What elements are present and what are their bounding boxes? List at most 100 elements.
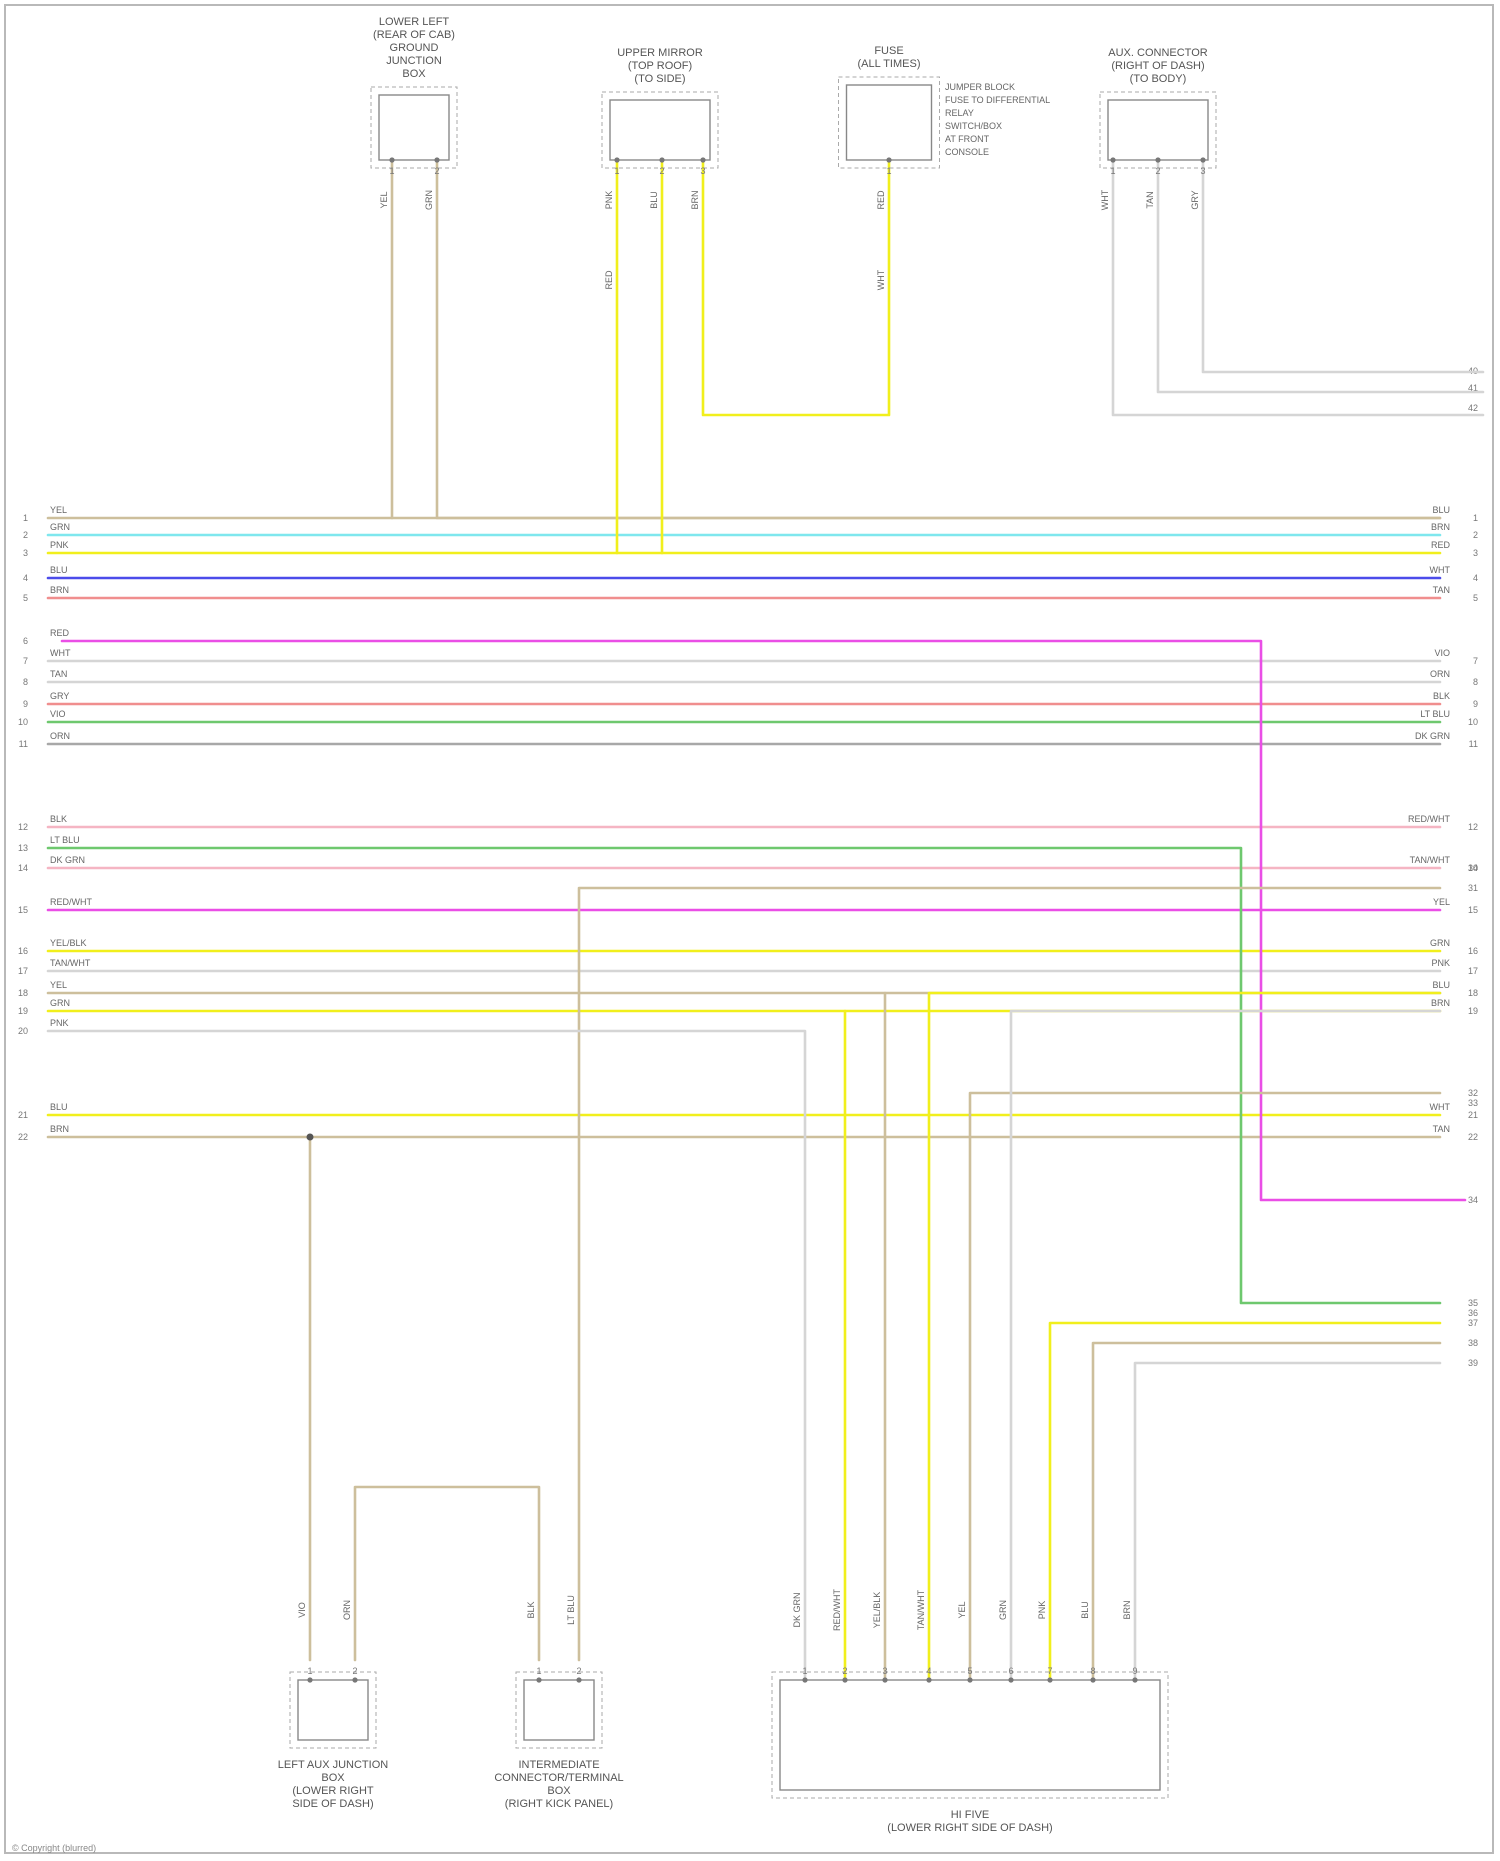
right-wire-code: PNK [1431, 958, 1450, 968]
vertical-wire-code: BLK [526, 1601, 536, 1618]
vertical-wire-code: BLU [649, 191, 659, 209]
right-wire-code: DK GRN [1415, 731, 1450, 741]
left-wire-code: BLU [50, 1102, 68, 1112]
wire-top4-b [1158, 160, 1483, 392]
pin-number: 5 [967, 1666, 972, 1676]
left-wire-code: TAN [50, 669, 67, 679]
right-wire-code: BRN [1431, 522, 1450, 532]
pin-number: 2 [352, 1666, 357, 1676]
component-ground-junction-box-label: BOX [402, 68, 426, 80]
component-upper-mirror-label: (TOP ROOF) [628, 60, 692, 72]
left-wire-code: BLU [50, 565, 68, 575]
vertical-wire-code: WHT [876, 269, 886, 290]
right-pin-number: 30 [1468, 863, 1478, 873]
vertical-wire-code: YEL [957, 1601, 967, 1618]
vertical-wire-code: VIO [297, 1602, 307, 1618]
splice-dot [307, 1134, 314, 1141]
wire-bot3-9 [1135, 1363, 1440, 1690]
left-pin-number: 19 [18, 1006, 28, 1016]
pin-number: 1 [802, 1666, 807, 1676]
right-pin-number: 34 [1468, 1195, 1478, 1205]
left-wire-code: GRN [50, 998, 70, 1008]
component-left-aux-junction-label: LEFT AUX JUNCTION [278, 1759, 388, 1771]
vertical-wire-code: PNK [604, 191, 614, 210]
left-pin-number: 11 [19, 739, 28, 749]
component-left-aux-junction [298, 1680, 368, 1740]
connector-pin [842, 1677, 847, 1682]
component-left-aux-junction-label: (LOWER RIGHT [292, 1785, 374, 1797]
wire-bot3-5 [970, 1093, 1440, 1690]
left-wire-code: BLK [50, 814, 67, 824]
right-pin-number: 32 [1468, 1088, 1478, 1098]
component-fuse-label: (ALL TIMES) [858, 58, 921, 70]
vertical-wire-code: GRN [424, 190, 434, 210]
pin-number: 9 [1132, 1666, 1137, 1676]
left-wire-code: YEL [50, 505, 67, 515]
fuse-note: AT FRONT [945, 134, 990, 144]
connector-pin [1110, 157, 1115, 162]
left-pin-number: 8 [23, 677, 28, 687]
right-wire-code: WHT [1430, 565, 1451, 575]
pin-number: 7 [1047, 1666, 1052, 1676]
wire-top4-c [1203, 160, 1483, 372]
pin-number: 2 [842, 1666, 847, 1676]
wire-top1-b [437, 160, 1440, 518]
pin-number: 3 [882, 1666, 887, 1676]
connector-pin [352, 1677, 357, 1682]
component-ground-junction-box [379, 95, 449, 160]
connector-pin [1047, 1677, 1052, 1682]
wire-bot3-8 [1093, 1343, 1440, 1690]
component-fuse-label: FUSE [874, 45, 903, 57]
right-wire-code: GRN [1430, 938, 1450, 948]
fuse-note: SWITCH/BOX [945, 121, 1002, 131]
right-wire-code: RED [1431, 540, 1451, 550]
right-pin-number: 36 [1468, 1308, 1478, 1318]
vertical-wire-code: DK GRN [792, 1592, 802, 1627]
wire-top2-c [703, 160, 889, 415]
connector-pin [926, 1677, 931, 1682]
pin-number: 1 [307, 1666, 312, 1676]
right-pin-number: 11 [1469, 739, 1478, 749]
component-intermediate-connector-label: (RIGHT KICK PANEL) [505, 1798, 613, 1810]
left-wire-code: PNK [50, 540, 69, 550]
right-pin-number: 15 [1468, 905, 1478, 915]
left-wire-code: BRN [50, 585, 69, 595]
right-pin-number: 3 [1473, 548, 1478, 558]
vertical-wire-code: RED [876, 190, 886, 210]
right-pin-number: 39 [1468, 1358, 1478, 1368]
right-wire-code: TAN/WHT [1410, 855, 1451, 865]
left-pin-number: 7 [23, 656, 28, 666]
pin-number: 8 [1090, 1666, 1095, 1676]
left-pin-number: 12 [18, 822, 28, 832]
connector-pin [307, 1677, 312, 1682]
left-pin-number: 14 [18, 863, 28, 873]
pin-number: 2 [1155, 166, 1160, 176]
connector-pin [802, 1677, 807, 1682]
component-aux-connector [1108, 100, 1208, 160]
component-hi-five-label: (LOWER RIGHT SIDE OF DASH) [887, 1822, 1052, 1834]
vertical-wire-code: GRN [998, 1600, 1008, 1620]
vertical-wire-code: RED/WHT [832, 1589, 842, 1631]
left-pin-number: 3 [23, 548, 28, 558]
wire-top4-a [1113, 160, 1483, 415]
right-pin-number: 21 [1468, 1110, 1478, 1120]
wire-bot3-7 [1050, 1323, 1440, 1690]
component-ground-junction-box-label: JUNCTION [386, 55, 442, 67]
right-pin-number: 10 [1468, 717, 1478, 727]
right-pin-number: 2 [1473, 530, 1478, 540]
connector-pin [1132, 1677, 1137, 1682]
left-wire-code: YEL/BLK [50, 938, 87, 948]
left-wire-code: PNK [50, 1018, 69, 1028]
pin-number: 1 [1110, 166, 1115, 176]
right-pin-number: 16 [1468, 946, 1478, 956]
left-wire-code: ORN [50, 731, 70, 741]
connector-pin [886, 157, 891, 162]
vertical-wire-code: TAN [1145, 191, 1155, 208]
left-pin-number: 17 [18, 966, 28, 976]
connector-pin [536, 1677, 541, 1682]
left-wire-code: WHT [50, 648, 71, 658]
component-left-aux-junction-label: SIDE OF DASH) [292, 1798, 373, 1810]
connector-pin [1090, 1677, 1095, 1682]
vertical-wire-code: ORN [342, 1600, 352, 1620]
component-hi-five-label: HI FIVE [951, 1809, 990, 1821]
